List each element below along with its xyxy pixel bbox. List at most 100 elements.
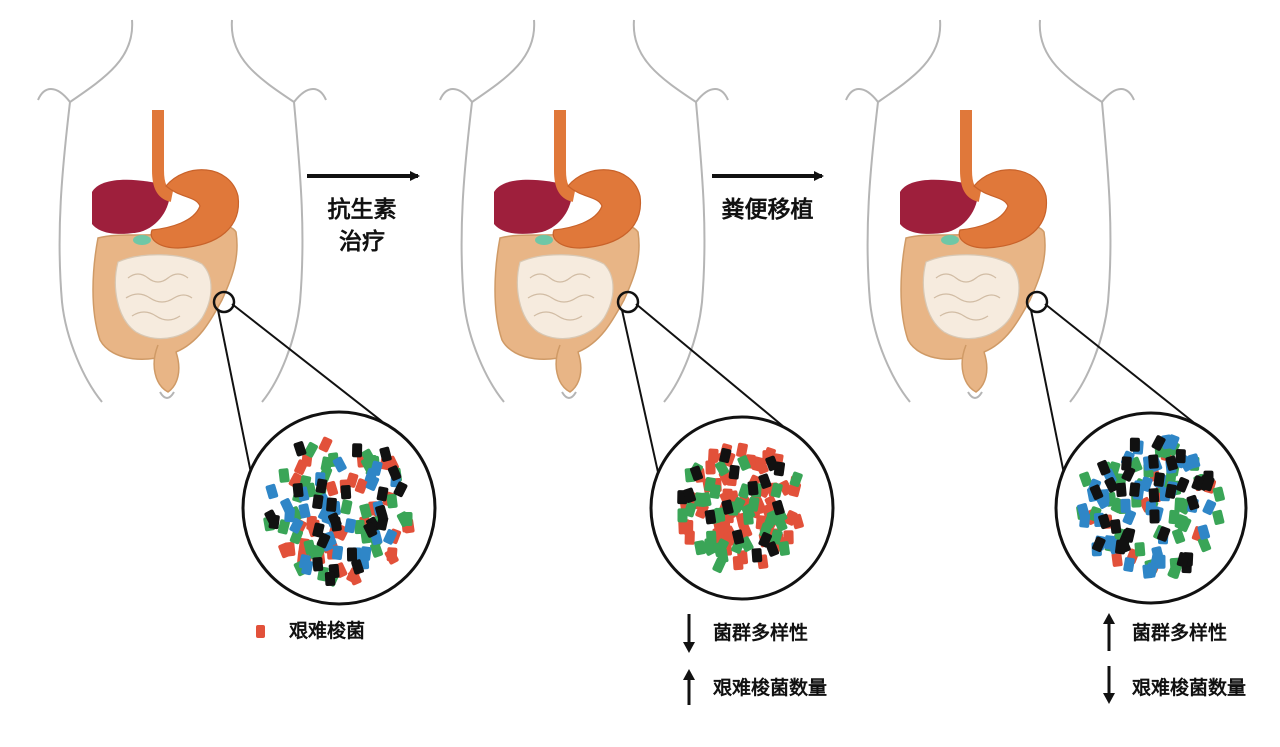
fmt-label: 粪便移植 [721,197,814,223]
bacterium [677,508,688,523]
bacterium [770,482,783,498]
bacterium [784,510,798,526]
bacterium [1197,524,1211,540]
bacterium [268,514,280,530]
bacterium [731,497,746,513]
after-antibiotics-diversity-label: 菌群多样性 [713,622,809,644]
bacterium [1123,557,1135,573]
bacterium [770,529,783,545]
bacterium [318,436,333,453]
bacterium [301,560,314,576]
bacterium [1115,482,1127,498]
c-difficile-legend-swatch [256,625,265,638]
gallbladder [535,235,553,245]
microbiome-zoom-2 [616,290,835,601]
torso-outline [460,19,706,403]
c-diff-up-arrow-icon [683,669,695,705]
bacterium [684,530,695,545]
bacterium [332,456,347,473]
bacterium [289,528,303,545]
bacterium [789,471,803,488]
bacterium [708,448,719,463]
bacterium [1202,499,1217,516]
bacterium [363,522,378,538]
bacterium [719,447,732,464]
bacterium [1177,516,1192,533]
bacterium [1174,497,1185,512]
bacterium [1122,509,1137,525]
bacterium [1117,537,1131,554]
bacterium [704,509,717,525]
bacterium [1157,526,1171,542]
bacterium [1168,509,1180,525]
gallbladder [133,235,151,245]
bacterium [758,532,772,548]
bacterium [289,517,304,534]
bacterium [1098,513,1111,530]
bacterium [702,540,716,556]
bacterium [351,443,363,458]
bacterium [1197,536,1212,553]
bacterium [747,496,760,512]
bacterium [1129,437,1140,452]
bacterium [284,507,295,523]
bacterium [1149,509,1160,524]
bacterium [778,480,793,496]
bacterium [1129,482,1141,497]
bacterium [383,529,397,545]
diversity-down-arrow-icon [683,614,695,653]
bacterium [325,480,339,497]
stomach [552,169,642,249]
bacterium [1148,488,1160,503]
magnifier-lens [1025,290,1049,314]
liver [92,179,171,234]
bacterium [1110,519,1122,534]
stomach [150,169,240,249]
bacterium [344,518,357,534]
bacterium [1166,434,1180,450]
bacterium [1172,528,1186,544]
bacterium [393,481,408,498]
bacterium [379,446,392,462]
bacterium [1148,454,1159,469]
bacterium [699,492,712,507]
torso-outline [58,19,304,403]
bacterium [1121,456,1132,471]
bacterium [1079,471,1093,488]
bacterium [402,511,413,527]
stomach [958,169,1048,249]
bacterium [778,541,790,556]
bacterium [376,486,389,502]
bacterium [303,539,316,555]
bacterium [1176,552,1190,568]
after-fmt-c-diff-count-label: 艰难梭菌数量 [1132,677,1247,699]
esophagus [960,110,982,202]
magnifier-lens [212,290,236,314]
esophagus [554,110,576,202]
bacterium [751,548,763,563]
body-figure-2 [439,19,729,403]
bacterium [1168,563,1182,579]
torso-outline [866,19,1112,403]
bacterium [312,556,324,572]
bacterium [705,460,716,475]
bacterium [1120,498,1131,513]
bacterium [728,464,740,480]
bacterium [716,548,729,564]
bacterium [1089,484,1104,500]
bacterium [714,460,730,477]
bacterium [1151,435,1166,451]
bacterium [361,448,376,465]
bacterium [709,484,721,499]
liver [900,179,979,234]
bacterium [360,546,372,561]
bacterium [1150,550,1163,566]
bacterium [1079,513,1091,528]
bacterium [1212,509,1225,525]
small-intestine [516,254,614,340]
bacterium [277,519,290,535]
bacterium [386,493,398,509]
bacterium [747,480,759,496]
bacterium [1097,459,1111,476]
